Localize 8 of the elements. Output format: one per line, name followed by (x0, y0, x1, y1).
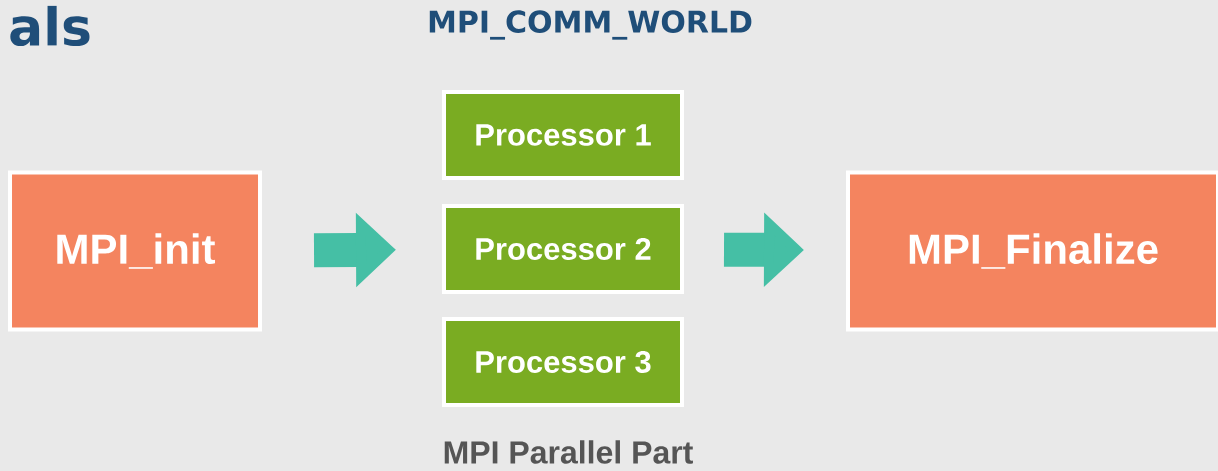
process-box: MPI_init (8, 170, 262, 332)
heading: MPI_COMM_WORLD (429, 10, 752, 40)
process-box: Processor 1 (442, 90, 684, 180)
heading: als (10, 5, 90, 47)
process-box: Processor 2 (442, 204, 684, 294)
process-box: Processor 3 (442, 317, 684, 407)
process-box: MPI_Finalize (846, 170, 1218, 332)
heading: MPI Parallel Part (444, 440, 693, 464)
